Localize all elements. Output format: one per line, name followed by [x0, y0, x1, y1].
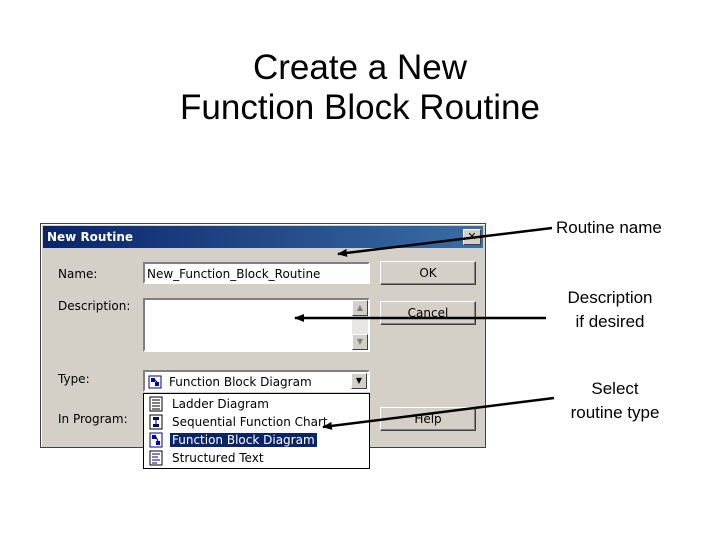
option-label: Ladder Diagram — [172, 397, 269, 411]
annotation-type-line-1: Select — [591, 379, 639, 398]
structured-text-icon — [149, 450, 163, 466]
dropdown-button[interactable]: ▼ — [351, 373, 367, 389]
in-program-label: In Program: — [58, 412, 128, 426]
scroll-up-button[interactable]: ▲ — [352, 300, 368, 316]
option-sequential-function-chart[interactable]: Sequential Function Chart — [146, 413, 367, 431]
sfc-icon — [149, 414, 163, 430]
dialog-title: New Routine — [47, 230, 134, 244]
ok-button[interactable]: OK — [380, 261, 476, 285]
annotation-description-line-2: if desired — [575, 312, 645, 331]
option-ladder-diagram[interactable]: Ladder Diagram — [146, 395, 367, 413]
cancel-button[interactable]: Cancel — [380, 301, 476, 325]
description-label: Description: — [58, 299, 131, 313]
type-options-list: Ladder Diagram Sequential Function Chart… — [143, 393, 370, 469]
slide-title: Create a New Function Block Routine — [0, 48, 720, 128]
name-field[interactable]: New_Function_Block_Routine — [143, 262, 370, 284]
name-field-value: New_Function_Block_Routine — [147, 267, 321, 281]
slide-title-line-1: Create a New — [253, 48, 467, 87]
description-scrollbar[interactable]: ▲ ▼ — [352, 300, 368, 350]
option-label: Sequential Function Chart — [172, 415, 328, 429]
ladder-diagram-icon — [149, 396, 163, 412]
type-dropdown-value: Function Block Diagram — [169, 375, 312, 389]
annotation-description: Description if desired — [548, 286, 672, 334]
description-field[interactable]: ▲ ▼ — [143, 298, 370, 352]
option-structured-text[interactable]: Structured Text — [146, 449, 367, 467]
annotation-routine-name: Routine name — [556, 218, 662, 237]
annotation-type-line-2: routine type — [570, 403, 660, 422]
arrow-to-type-list — [322, 396, 555, 430]
arrow-to-name — [337, 226, 553, 257]
option-function-block-diagram[interactable]: Function Block Diagram — [146, 431, 367, 449]
option-label: Structured Text — [172, 451, 264, 465]
type-dropdown[interactable]: Function Block Diagram ▼ — [143, 370, 370, 392]
scroll-down-button[interactable]: ▼ — [352, 334, 368, 350]
fbd-icon — [148, 375, 162, 389]
type-label: Type: — [58, 372, 90, 386]
slide-title-line-2: Function Block Routine — [180, 88, 540, 127]
fbd-icon — [149, 432, 163, 448]
annotation-type: Select routine type — [556, 377, 674, 425]
option-label: Function Block Diagram — [170, 433, 317, 447]
name-label: Name: — [58, 267, 98, 281]
arrow-up-icon: ▲ — [356, 303, 364, 312]
arrow-down-icon: ▼ — [356, 337, 364, 346]
chevron-down-icon: ▼ — [355, 376, 363, 385]
annotation-description-line-1: Description — [567, 288, 653, 307]
